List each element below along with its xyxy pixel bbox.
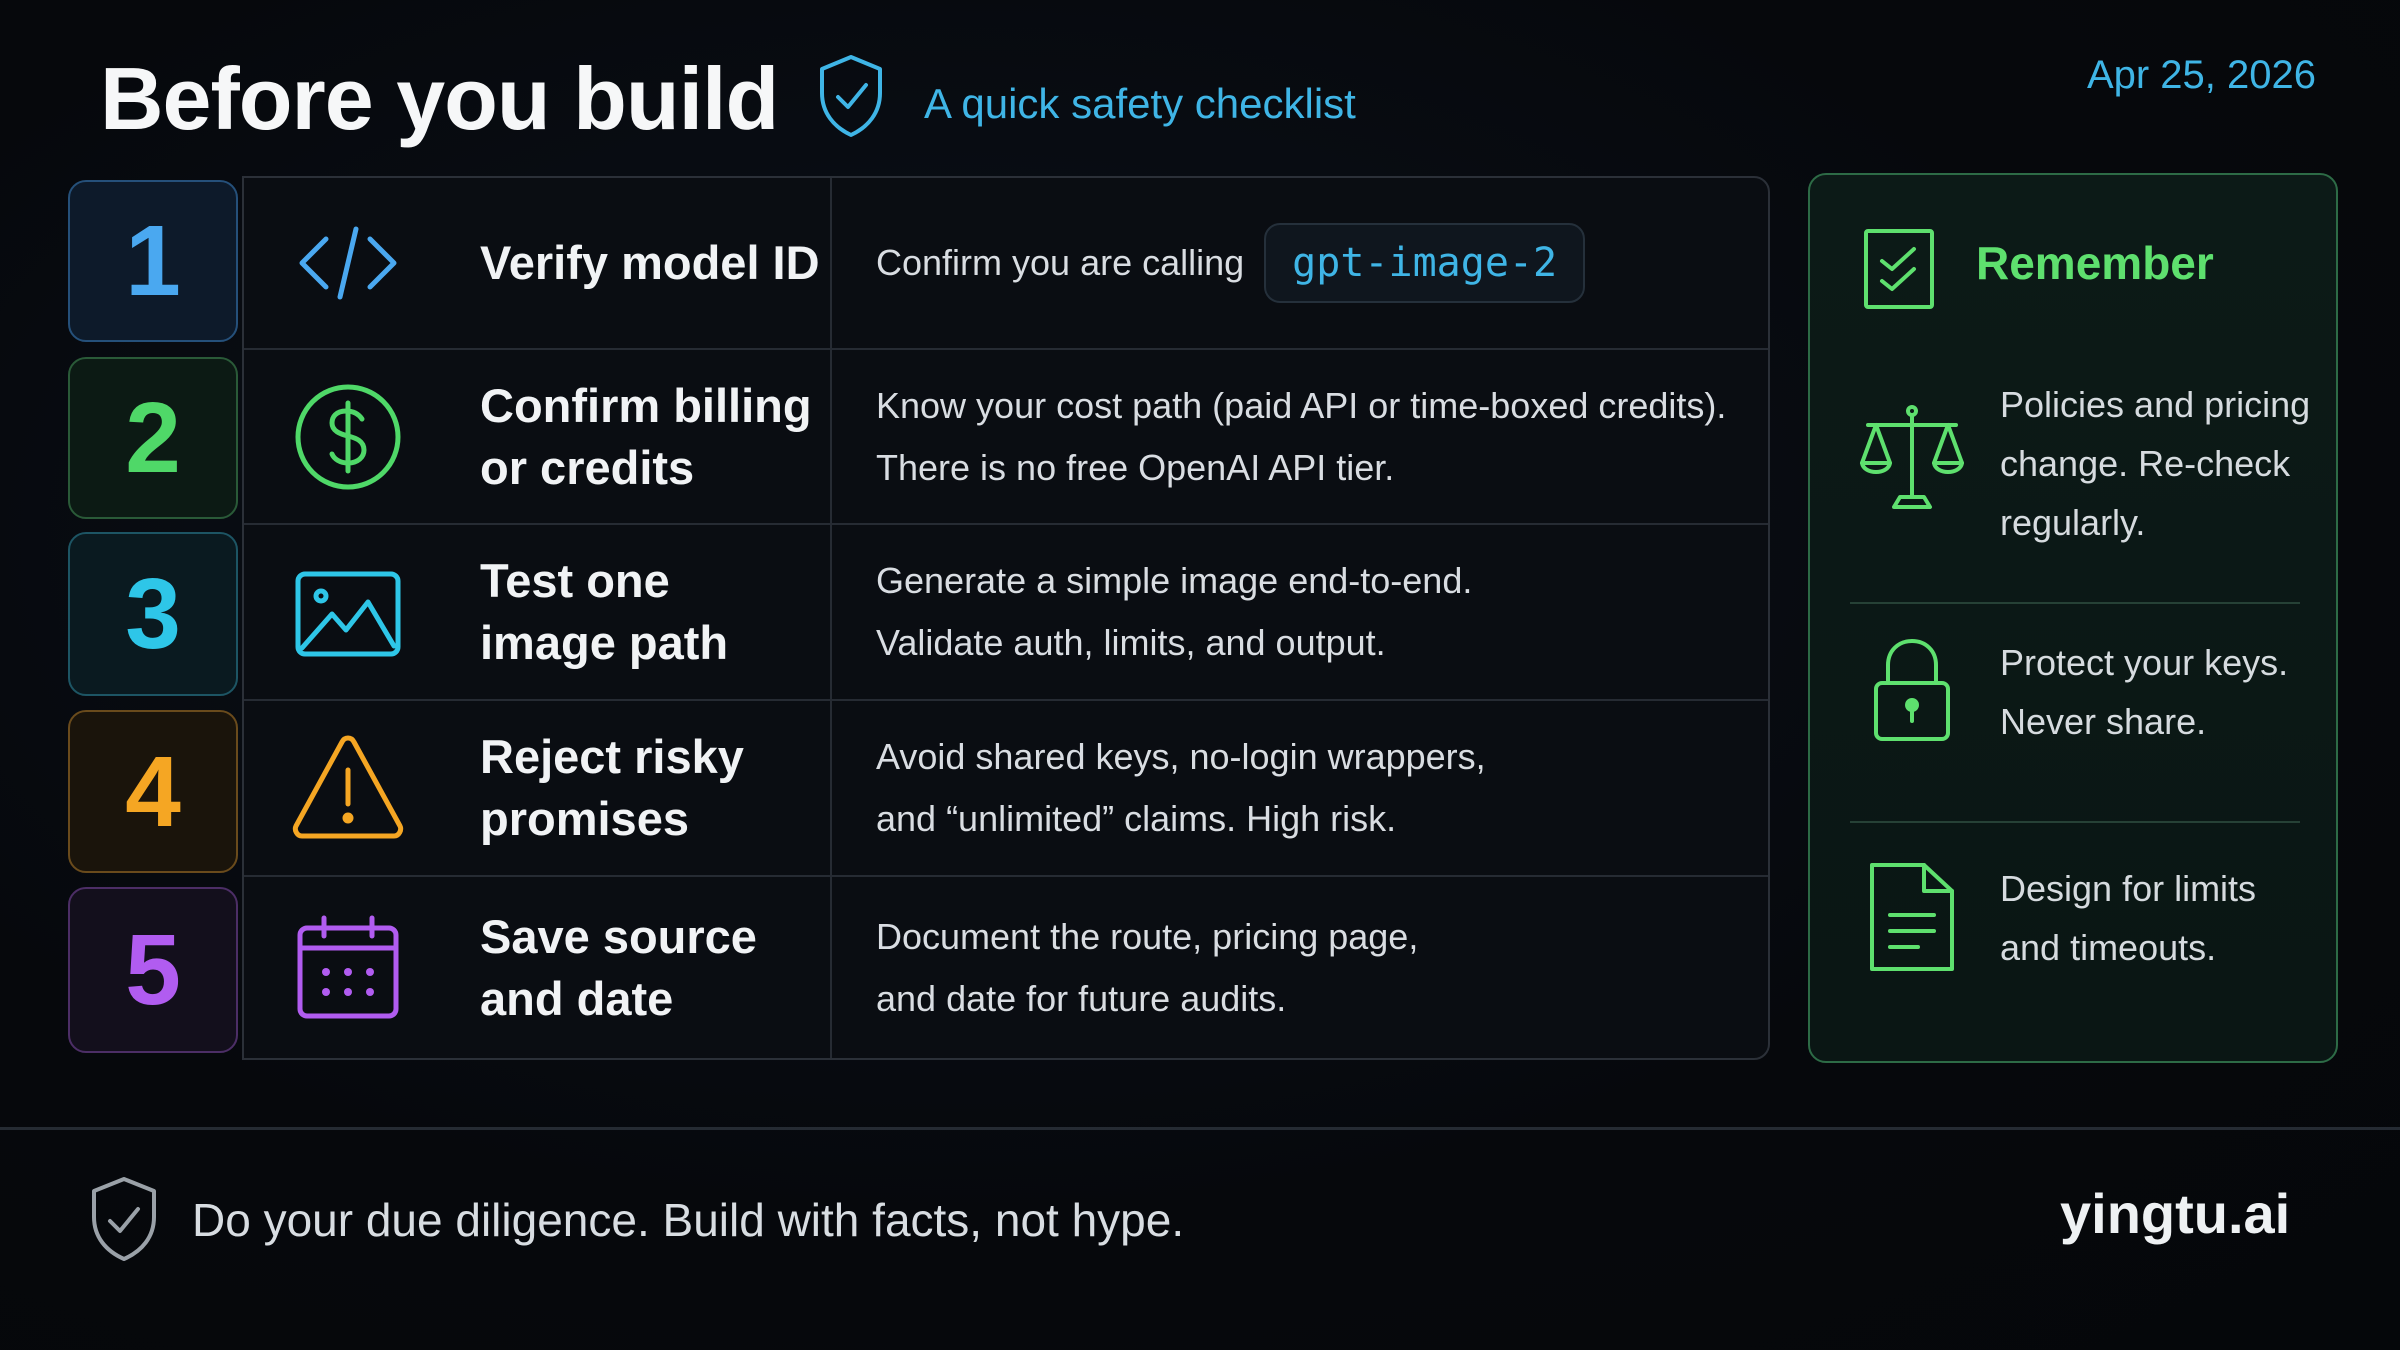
scales-icon [1860,405,1964,509]
checklist-row-3: Test one image path Generate a simple im… [244,525,1768,701]
calendar-icon [297,915,399,1018]
checklist-table: Verify model ID Confirm you are calling … [242,176,1770,1060]
step-number-2: 2 [68,357,238,519]
document-icon [1870,863,1954,971]
shield-check-icon [820,55,882,137]
date-label: Apr 25, 2026 [2086,53,2316,97]
step-label: Confirm billing or credits [480,378,812,494]
step-number-5: 5 [68,887,238,1053]
footer-divider [0,1127,2400,1130]
checklist-icon [1864,229,1934,309]
page-title: Before you build [100,49,779,148]
model-id-code: gpt-image-2 [1264,223,1586,303]
step-description: Document the route, pricing page, and da… [876,915,1419,1019]
step-description: Avoid shared keys, no-login wrappers, an… [876,736,1486,839]
step-description: Generate a simple image end-to-end. Vali… [876,560,1473,663]
footer-tagline: Do your due diligence. Build with facts,… [192,1194,1185,1246]
step-description: Know your cost path (paid API or time-bo… [876,384,1727,488]
checklist-row-5: Save source and date Document the route,… [244,877,1768,1058]
column-divider [830,178,832,1058]
remember-panel: Remember Policies and pricing change. Re… [1808,173,2338,1063]
step-label: Reject risky promises [480,730,744,845]
remember-title: Remember [1976,237,2214,289]
step-number-1: 1 [68,180,238,342]
code-icon [299,226,397,300]
step-label: Verify model ID [480,236,820,289]
checklist-row-4: Reject risky promises Avoid shared keys,… [244,701,1768,877]
step-number-3: 3 [68,532,238,696]
lock-icon [1874,639,1950,741]
step-label: Save source and date [480,909,757,1025]
image-icon [295,571,401,657]
step-label: Test one image path [480,554,729,669]
brand-logo-text: yingtu.ai [2060,1182,2291,1245]
page-subtitle: A quick safety checklist [924,80,1356,127]
step-number-4: 4 [68,710,238,873]
warning-triangle-icon [292,735,404,839]
dollar-circle-icon [295,384,401,489]
panel-divider [1850,821,2300,823]
checklist-row-1: Verify model ID Confirm you are calling … [244,178,1768,350]
checklist-row-2: Confirm billing or credits Know your cos… [244,350,1768,525]
step-description: Confirm you are calling gpt-image-2 [876,178,1758,348]
panel-divider [1850,602,2300,604]
shield-check-icon [92,1177,156,1261]
